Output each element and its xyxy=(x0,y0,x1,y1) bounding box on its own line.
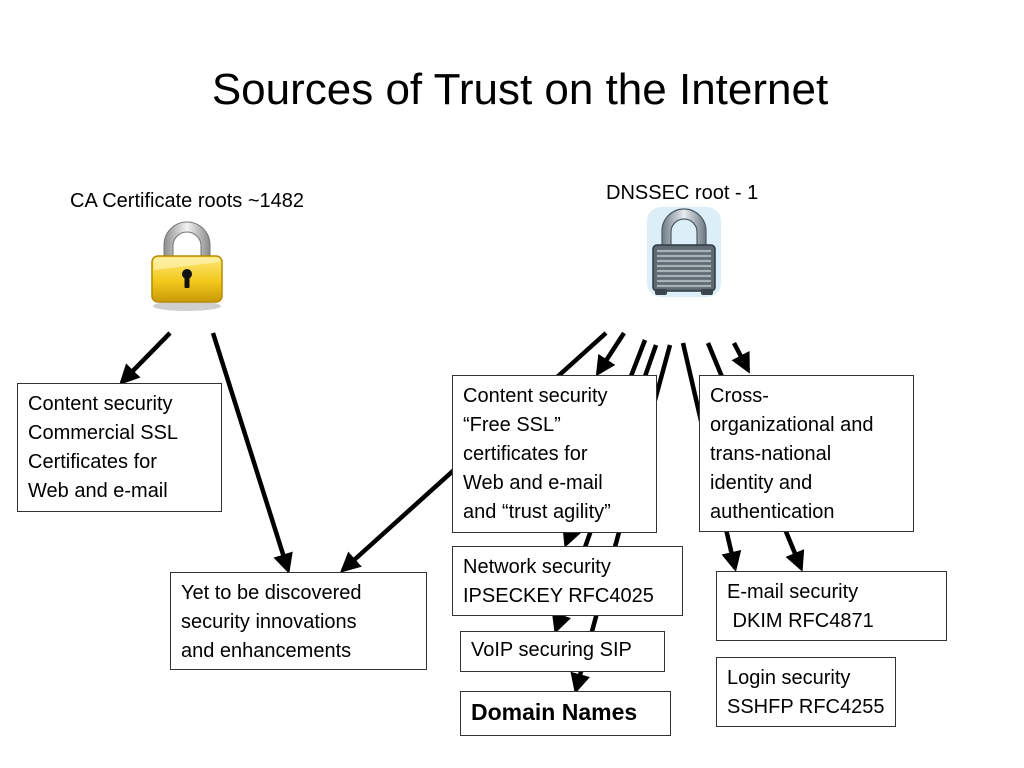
box-line: security innovations xyxy=(181,611,357,633)
box-line: trans-national xyxy=(710,443,832,465)
box-line: Certificates for xyxy=(28,451,157,473)
box-line: identity and xyxy=(710,472,813,494)
gold-padlock-icon xyxy=(151,221,223,311)
arrow-dnssec-to-cross-org xyxy=(731,341,750,374)
box-line: Content security xyxy=(463,385,608,407)
box-line: Yet to be discovered xyxy=(181,582,362,604)
voip-box: VoIP securing SIP xyxy=(460,631,665,672)
domain-names-box: Domain Names xyxy=(460,691,671,736)
box-line: Commercial SSL xyxy=(28,422,179,444)
box-line: Network security xyxy=(463,556,611,578)
box-line: Domain Names xyxy=(471,699,638,725)
network-security-box: Network security IPSECKEY RFC4025 xyxy=(452,546,683,616)
innovations-box: Yet to be discovered security innovation… xyxy=(170,572,427,670)
box-line: organizational and xyxy=(710,414,874,436)
box-line: IPSECKEY RFC4025 xyxy=(463,585,654,607)
box-line: SSHFP RFC4255 xyxy=(727,696,885,718)
box-line: authentication xyxy=(710,501,835,523)
box-line: Login security xyxy=(727,667,851,689)
email-security-box: E-mail security DKIM RFC4871 xyxy=(716,571,947,641)
box-line: DKIM RFC4871 xyxy=(727,610,874,632)
steel-padlock-icon xyxy=(647,207,721,297)
box-line: Content security xyxy=(28,393,173,415)
free-ssl-box: Content security “Free SSL” certificates… xyxy=(452,375,657,533)
box-line: Web and e-mail xyxy=(28,480,168,502)
slide-title: Sources of Trust on the Internet xyxy=(211,65,829,114)
box-line: certificates for xyxy=(463,443,588,465)
arrow-dnssec-to-free-ssl xyxy=(595,331,626,377)
box-line: E-mail security xyxy=(727,581,859,603)
box-line: VoIP securing SIP xyxy=(471,639,632,661)
ca-root-label: CA Certificate roots ~1482 xyxy=(70,190,305,212)
arrow-ca-to-innovations xyxy=(210,332,293,574)
box-line: Web and e-mail xyxy=(463,472,603,494)
cross-org-box: Cross- organizational and trans-national… xyxy=(699,375,914,532)
login-security-box: Login security SSHFP RFC4255 xyxy=(716,657,896,727)
box-line: “Free SSL” xyxy=(463,414,561,436)
commercial-ssl-box: Content security Commercial SSL Certific… xyxy=(17,383,222,512)
arrow-ca-to-commercial-ssl xyxy=(119,331,172,385)
box-line: Cross- xyxy=(710,385,769,407)
box-line: and “trust agility” xyxy=(463,501,611,523)
dnssec-root-label: DNSSEC root - 1 xyxy=(606,182,759,204)
box-line: and enhancements xyxy=(181,640,352,662)
